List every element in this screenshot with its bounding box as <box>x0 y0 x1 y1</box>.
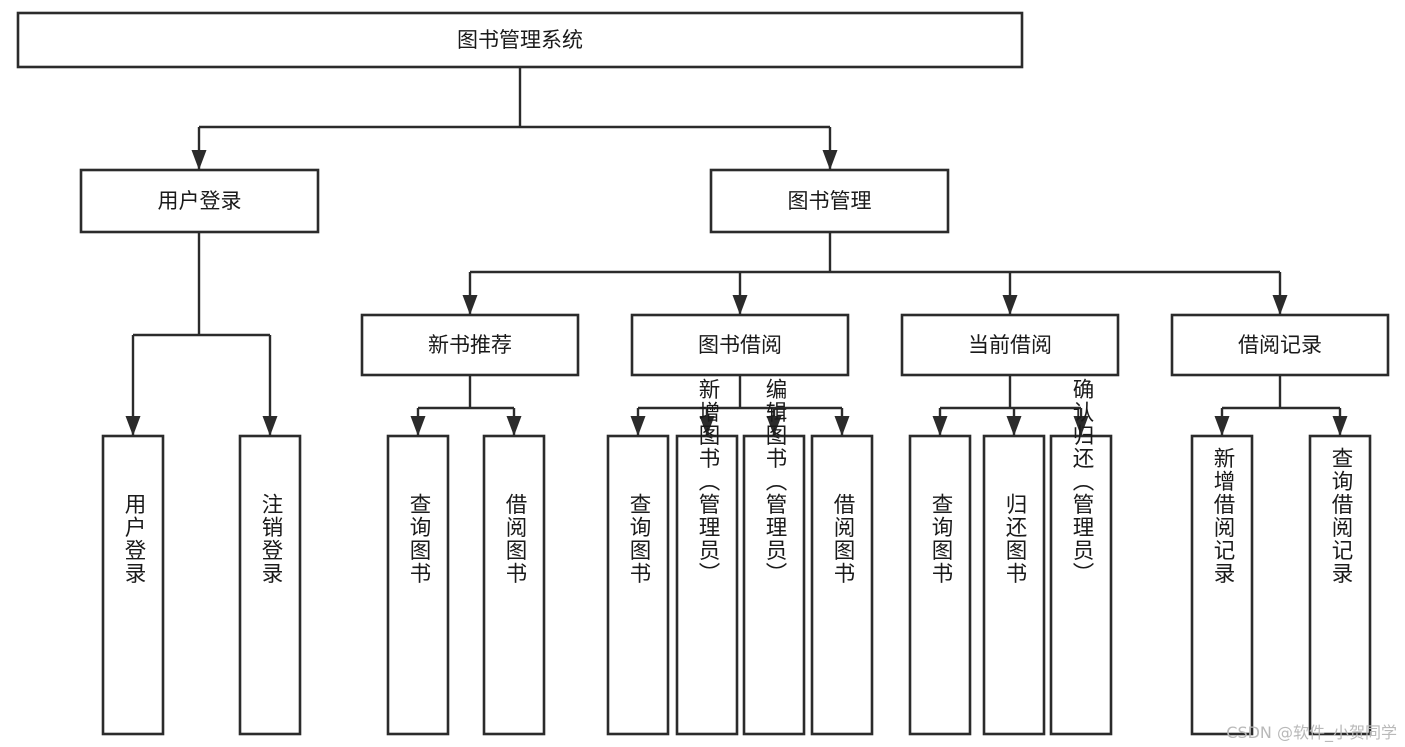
node-leaf-edit-book-admin[interactable]: 编辑图书（管理员） <box>742 378 806 736</box>
node-leaf-query-book-recommend[interactable]: 查询图书 <box>386 434 450 736</box>
node-borrow-record[interactable]: 借阅记录 <box>1170 313 1390 377</box>
node-leaf-query-book-borrow[interactable]: 查询图书 <box>606 434 670 736</box>
node-new-book-recommend[interactable]: 新书推荐 <box>360 313 580 377</box>
node-box <box>709 168 950 234</box>
arrow-head-icon <box>766 416 782 436</box>
arrow-head-icon <box>834 416 850 436</box>
node-box <box>1308 434 1372 736</box>
node-label: 查询图书 <box>928 493 953 585</box>
node-box <box>630 313 850 377</box>
arrow-head-icon <box>506 416 522 436</box>
node-label: 借阅图书 <box>830 493 855 585</box>
arrow-head-icon <box>932 416 948 436</box>
node-leaf-borrow-book[interactable]: 借阅图书 <box>810 434 874 736</box>
arrow-head-icon <box>262 416 278 436</box>
node-leaf-return-book[interactable]: 归还图书 <box>982 434 1046 736</box>
arrow-head-icon <box>1272 295 1288 315</box>
node-label: 注销登录 <box>258 493 283 585</box>
arrow-head-icon <box>1002 295 1018 315</box>
node-leaf-user-login[interactable]: 用户登录 <box>101 434 165 736</box>
node-label: 图书管理 <box>788 189 872 213</box>
node-label: 用户登录 <box>158 189 242 213</box>
node-box <box>900 313 1120 377</box>
node-current-borrow[interactable]: 当前借阅 <box>900 313 1120 377</box>
csdn-watermark: CSDN @软件_小贺同学 <box>1226 723 1397 742</box>
node-label: 当前借阅 <box>968 333 1052 357</box>
arrow-head-icon <box>1332 416 1348 436</box>
node-box <box>386 434 450 736</box>
node-box <box>360 313 580 377</box>
node-leaf-query-borrow-record[interactable]: 查询借阅记录 <box>1308 434 1372 736</box>
arrow-head-icon <box>1006 416 1022 436</box>
node-label: 确认归还（管理员） <box>1069 378 1094 585</box>
node-box <box>675 434 739 736</box>
node-label: 借阅图书 <box>502 493 527 585</box>
node-box <box>1049 434 1113 736</box>
arrow-head-icon <box>191 150 207 170</box>
arrow-head-icon <box>462 295 478 315</box>
arrow-head-icon <box>125 416 141 436</box>
node-box <box>810 434 874 736</box>
node-label: 归还图书 <box>1002 493 1027 585</box>
node-box <box>1170 313 1390 377</box>
arrow-head-icon <box>732 295 748 315</box>
node-label: 查询图书 <box>626 493 651 585</box>
node-leaf-query-book-current[interactable]: 查询图书 <box>908 434 972 736</box>
node-leaf-borrow-book-recommend[interactable]: 借阅图书 <box>482 434 546 736</box>
node-box <box>982 434 1046 736</box>
node-box <box>238 434 302 736</box>
node-label: 新增借阅记录 <box>1210 447 1235 585</box>
node-leaf-add-borrow-record[interactable]: 新增借阅记录 <box>1190 434 1254 736</box>
arrow-head-icon <box>1073 416 1089 436</box>
node-box <box>16 11 1024 69</box>
arrow-head-icon <box>630 416 646 436</box>
connectors-layer <box>125 67 1348 436</box>
node-label: 图书借阅 <box>698 333 782 357</box>
node-box <box>482 434 546 736</box>
arrow-head-icon <box>410 416 426 436</box>
node-root[interactable]: 图书管理系统 <box>16 11 1024 69</box>
node-user-login[interactable]: 用户登录 <box>79 168 320 234</box>
node-label: 新增图书（管理员） <box>695 378 720 585</box>
node-label: 用户登录 <box>121 493 146 585</box>
node-book-management[interactable]: 图书管理 <box>709 168 950 234</box>
arrow-head-icon <box>699 416 715 436</box>
arrow-head-icon <box>1214 416 1230 436</box>
node-box <box>742 434 806 736</box>
node-box <box>1190 434 1254 736</box>
node-leaf-confirm-return-admin[interactable]: 确认归还（管理员） <box>1049 378 1113 736</box>
node-book-borrow[interactable]: 图书借阅 <box>630 313 850 377</box>
node-label: 借阅记录 <box>1238 333 1322 357</box>
node-label: 图书管理系统 <box>457 28 583 52</box>
node-box <box>101 434 165 736</box>
node-leaf-add-book-admin[interactable]: 新增图书（管理员） <box>675 378 739 736</box>
node-label: 查询借阅记录 <box>1328 447 1353 585</box>
node-label: 查询图书 <box>406 493 431 585</box>
node-box <box>606 434 670 736</box>
node-box <box>79 168 320 234</box>
nodes-layer: 图书管理系统用户登录图书管理新书推荐图书借阅当前借阅借阅记录用户登录注销登录查询… <box>16 11 1390 736</box>
node-leaf-user-logout[interactable]: 注销登录 <box>238 434 302 736</box>
node-label: 编辑图书（管理员） <box>762 378 787 585</box>
node-box <box>908 434 972 736</box>
arrow-head-icon <box>822 150 838 170</box>
node-label: 新书推荐 <box>428 333 512 357</box>
